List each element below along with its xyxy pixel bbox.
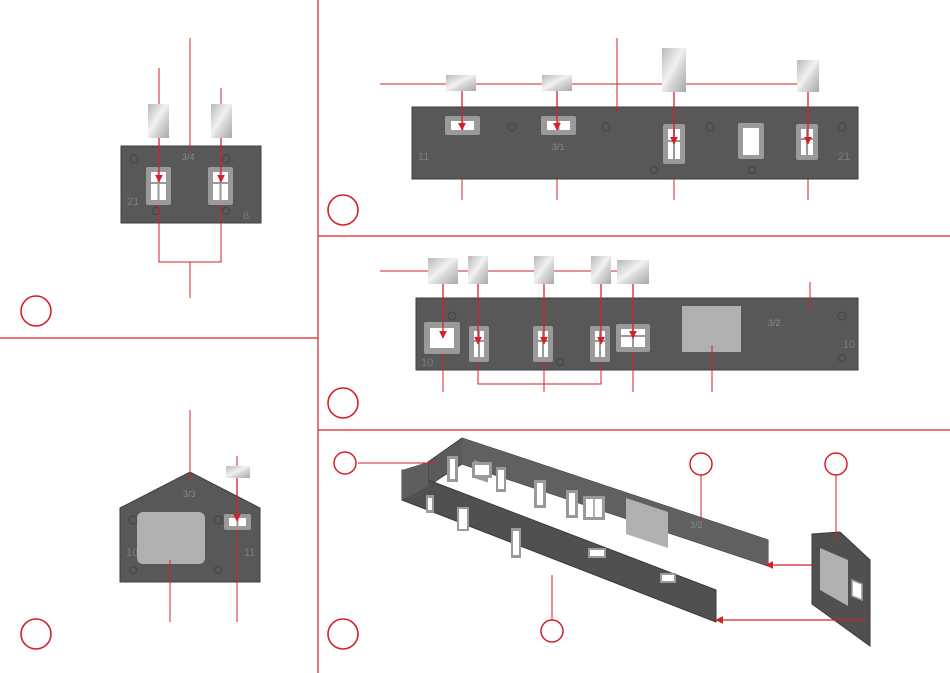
window-frame [588, 548, 606, 558]
step-circle-icon [328, 619, 358, 649]
glazing-insert-icon [468, 256, 488, 284]
glazing-insert-icon [797, 60, 819, 92]
corner-number-left: 10 [421, 357, 433, 369]
glazing-insert-icon [148, 104, 169, 138]
part-label: 3/1 [552, 142, 565, 152]
glazing-insert-icon [591, 256, 611, 284]
step-circle-icon [328, 388, 358, 418]
window-frame [534, 480, 546, 508]
large-opening [137, 512, 205, 564]
corner-number-left: 21 [127, 196, 139, 208]
panel-bottom-left: 3/3 10 11 [21, 410, 260, 649]
corner-number-right: 8 [243, 210, 249, 222]
step-circle-icon [21, 619, 51, 649]
window-frame [541, 116, 576, 135]
glazing-insert-icon [211, 104, 232, 138]
part-label: 3/2 [768, 318, 781, 328]
corner-number-right: 21 [838, 151, 850, 163]
side-label: 3/2 [690, 520, 703, 530]
corner-number-left: 11 [418, 151, 429, 163]
panel-bottom-right: 3/2 [328, 438, 870, 649]
window-frame [566, 490, 578, 518]
glazing-insert-icon [446, 75, 476, 91]
panel-top-right: 3/1 11 21 [328, 38, 858, 225]
step-circle-icon [334, 452, 356, 474]
step-circle-icon [541, 620, 563, 642]
panel-top-left: 3/4 21 8 [21, 38, 261, 326]
window-frame [469, 326, 489, 362]
part-label: 3/4 [182, 152, 195, 162]
window-frame [458, 508, 468, 530]
glazing-insert-icon [534, 256, 554, 284]
window-frame [426, 495, 434, 513]
part-label: 3/3 [183, 489, 196, 499]
glazing-insert-icon [226, 466, 250, 478]
corner-number-left: 10 [126, 547, 138, 559]
window-frame [533, 326, 553, 362]
glazing-insert-icon [617, 260, 649, 284]
window-frame [472, 462, 492, 478]
step-circle-icon [328, 195, 358, 225]
window-frame [583, 496, 605, 520]
window-frame [424, 322, 460, 354]
glazing-insert-icon [542, 75, 572, 91]
corner-number-right: 11 [244, 547, 255, 559]
window-frame [447, 456, 458, 482]
window-frame [496, 467, 506, 492]
window-frame [660, 573, 676, 583]
door-opening [511, 528, 521, 558]
glazing-insert-icon [662, 48, 686, 92]
corner-number-right: 10 [843, 339, 855, 351]
panel-middle-right: 3/2 10 10 [328, 256, 858, 418]
glazing-insert-icon [428, 258, 458, 284]
step-circle-icon [825, 453, 847, 475]
step-circle-icon [21, 296, 51, 326]
step-circle-icon [690, 453, 712, 475]
window-frame [590, 326, 610, 362]
window-frame [796, 124, 818, 160]
